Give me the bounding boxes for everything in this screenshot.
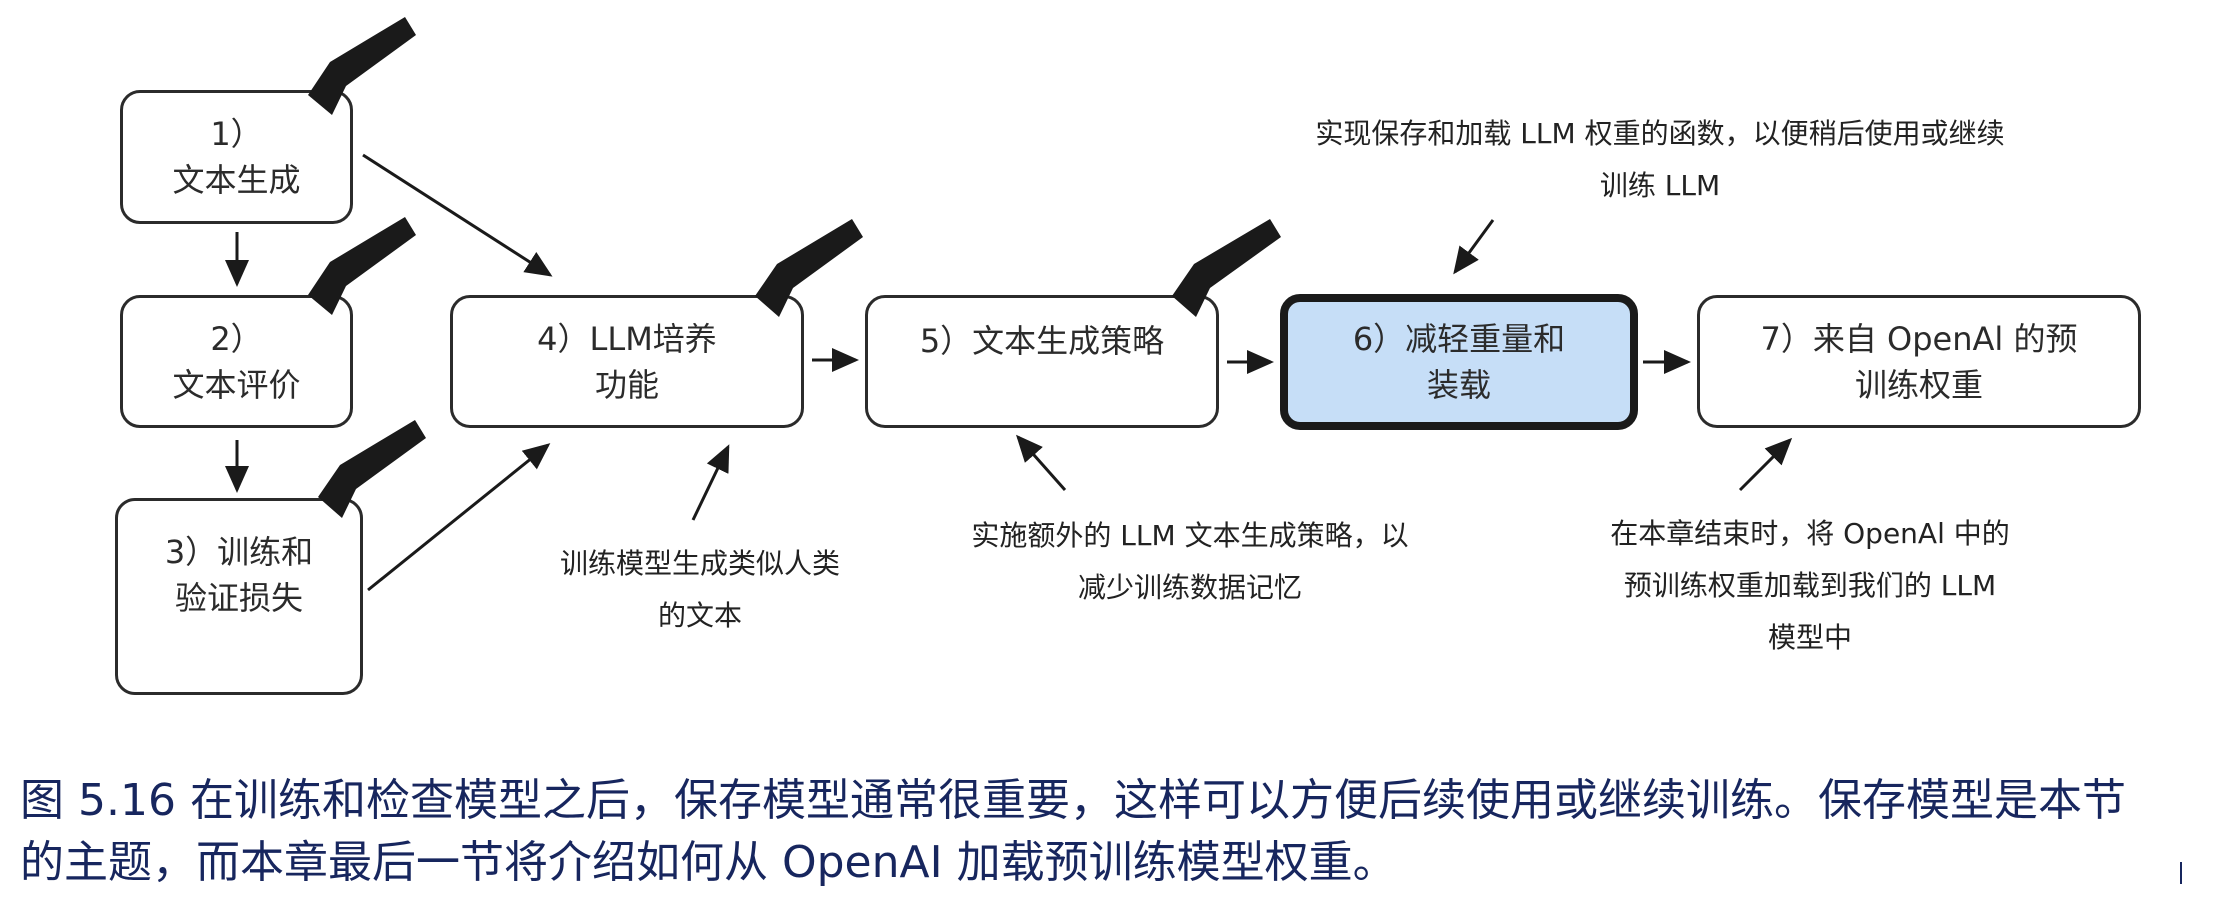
step-2-box: 2） 文本评价: [120, 295, 353, 428]
note-step7-line2: 预训练权重加载到我们的 LLM: [1623, 569, 1997, 602]
checkmark-icon-step1: [308, 17, 416, 115]
step-5-title: 5）文本生成策略: [919, 322, 1165, 360]
step-3-title-line2: 验证损失: [174, 579, 303, 617]
arrow-step3-to-step4: [367, 443, 551, 592]
checkmark-icon-step5: [1172, 219, 1281, 317]
note-step5-line1: 实施额外的 LLM 文本生成策略，以: [971, 519, 1409, 552]
note-step6-line1: 实现保存和加载 LLM 权重的函数，以便稍后使用或继续: [1315, 117, 2005, 150]
caption-line2: 的主题，而本章最后一节将介绍如何从 OpenAI 加载预训练模型权重。: [20, 837, 1397, 888]
note-pointer-step6: [1453, 219, 1495, 275]
note-pointer-step4: [691, 444, 730, 521]
step-2-title: 文本评价: [172, 365, 301, 404]
diagram-connectors: [225, 17, 1793, 592]
step-2-number: 2）: [210, 319, 263, 358]
figure-caption: 图 5.16 在训练和检查模型之后，保存模型通常很重要，这样可以方便后续使用或继…: [20, 770, 2200, 894]
step-5-box: 5）文本生成策略: [865, 295, 1219, 428]
step-7-box: 7）来自 OpenAl 的预 训练权重: [1697, 295, 2141, 428]
step-7-title-line2: 训练权重: [1854, 365, 1983, 404]
step-3-title-line1: 3）训练和: [164, 533, 314, 571]
note-step5-line2: 减少训练数据记忆: [1077, 571, 1302, 604]
note-step4-line1: 训练模型生成类似人类: [559, 547, 840, 580]
note-step4-line2: 的文本: [657, 599, 742, 632]
arrow-step1-to-step4: [362, 153, 553, 277]
step-6-title-line1: 6）减轻重量和: [1352, 320, 1566, 358]
step-4-box: 4）LLM培养 功能: [450, 295, 804, 428]
checkmark-icon-step3: [318, 420, 426, 518]
note-step7: 在本章结束时，将 OpenAl 中的 预训练权重加载到我们的 LLM 模型中: [1540, 508, 2080, 664]
note-step4: 训练模型生成类似人类 的文本: [520, 538, 880, 642]
note-pointer-step5: [1016, 434, 1067, 491]
step-3-box: 3）训练和 验证损失: [115, 498, 363, 695]
note-step6: 实现保存和加载 LLM 权重的函数，以便稍后使用或继续 训练 LLM: [1230, 108, 2090, 212]
note-step7-line1: 在本章结束时，将 OpenAl 中的: [1610, 517, 2010, 550]
note-step6-line2: 训练 LLM: [1599, 169, 1721, 202]
step-6-title-line2: 装载: [1426, 366, 1491, 404]
note-step7-line3: 模型中: [1767, 621, 1852, 654]
checkmark-icon-step4: [755, 219, 863, 317]
step-4-title-line1: 4）LLM培养: [537, 319, 717, 358]
step-1-title: 文本生成: [172, 161, 301, 199]
step-1-box: 1） 文本生成: [120, 90, 353, 224]
page-edge-mark: [2180, 862, 2182, 884]
step-4-title-line2: 功能: [594, 365, 659, 404]
note-step5: 实施额外的 LLM 文本生成策略，以 减少训练数据记忆: [920, 510, 1460, 614]
caption-line1: 图 5.16 在训练和检查模型之后，保存模型通常很重要，这样可以方便后续使用或继…: [20, 775, 2126, 826]
checkmark-icon-step2: [308, 217, 416, 315]
note-pointer-step7: [1738, 437, 1793, 492]
step-1-number: 1）: [210, 115, 263, 153]
step-7-title-line1: 7）来自 OpenAl 的预: [1760, 319, 2078, 358]
step-6-box: 6）减轻重量和 装载: [1280, 294, 1638, 430]
